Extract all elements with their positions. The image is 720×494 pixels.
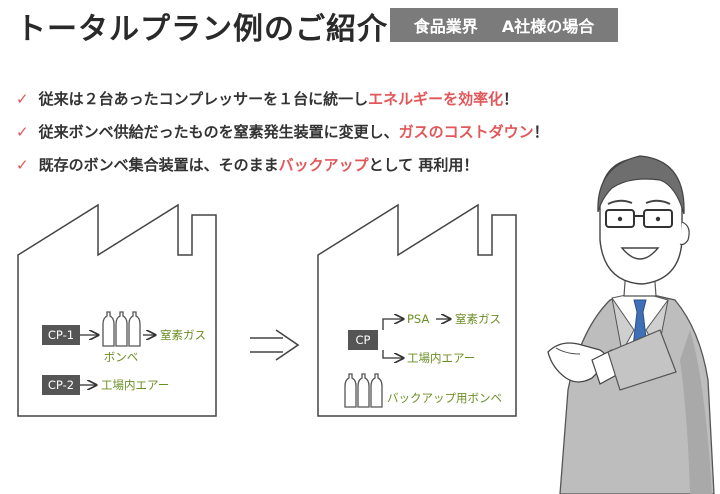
smile bbox=[620, 247, 660, 260]
check-icon: ✓ bbox=[16, 90, 29, 108]
bullet-text: 従来ボンベ供給だったものを窒素発生装置に変更し、 bbox=[38, 123, 399, 141]
check-icon: ✓ bbox=[16, 156, 29, 174]
case-industry: 食品業界 bbox=[413, 17, 478, 36]
transition-arrow-icon bbox=[250, 329, 300, 361]
cylinder-icon bbox=[128, 311, 141, 347]
bullet-suffix: ！ bbox=[503, 90, 519, 108]
cp-label: CP bbox=[356, 333, 371, 347]
bullet-text: 従来は２台あったコンプレッサーを１台に統一し bbox=[38, 90, 369, 108]
cylinder-icon bbox=[357, 373, 370, 408]
bullet-item: ✓ 従来は２台あったコンプレッサーを１台に統一しエネルギーを効率化！ bbox=[16, 86, 549, 119]
backup-cylinder-label: バックアップ用ボンベ bbox=[387, 391, 502, 405]
air-label-after: 工場内エアー bbox=[407, 351, 475, 365]
factory-after-outline bbox=[317, 203, 517, 417]
hair bbox=[597, 155, 685, 215]
arrow-cp-air bbox=[382, 350, 403, 358]
cylinder-icon bbox=[115, 311, 128, 347]
psa-label: PSA bbox=[407, 312, 429, 326]
arrow-cp-psa bbox=[382, 319, 403, 330]
cp-box bbox=[348, 330, 378, 350]
businessman-illustration bbox=[547, 155, 715, 494]
cylinder-icon bbox=[370, 373, 383, 408]
cp2-label: CP-2 bbox=[48, 378, 74, 392]
bullet-highlight: ガスのコストダウン bbox=[398, 123, 534, 141]
cylinder-label: ボンベ bbox=[104, 350, 139, 364]
cylinder-icon bbox=[102, 311, 115, 347]
page-title: トータルプラン例のご紹介 bbox=[16, 12, 388, 47]
bullet-text: 既存のボンベ集合装置は、そのまま bbox=[38, 156, 279, 174]
cp1-label: CP-1 bbox=[48, 328, 74, 342]
glasses-icon bbox=[605, 209, 673, 228]
case-badge: 食品業界 A社様の場合 bbox=[390, 8, 618, 42]
bullet-highlight: バックアップ bbox=[278, 156, 369, 174]
bullet-suffix: として 再利用！ bbox=[368, 156, 479, 174]
nitrogen-label-after: 窒素ガス bbox=[455, 312, 501, 326]
case-customer: A社様の場合 bbox=[501, 17, 595, 36]
bullet-list: ✓従来は２台あったコンプレッサーを１台に統一しエネルギーを効率化！ ✓従来ボンベ… bbox=[16, 86, 549, 185]
bullet-item: ✓ 従来ボンベ供給だったものを窒素発生装置に変更し、ガスのコストダウン！ bbox=[16, 119, 549, 152]
factory-before-outline bbox=[17, 203, 217, 417]
cylinder-icon bbox=[344, 373, 357, 408]
bullet-suffix: ！ bbox=[533, 123, 549, 141]
cp1-box bbox=[42, 325, 80, 345]
cp2-box bbox=[42, 375, 80, 395]
nitrogen-label-before: 窒素ガス bbox=[160, 328, 206, 342]
check-icon: ✓ bbox=[16, 123, 29, 141]
bullet-item: ✓ 既存のボンベ集合装置は、そのままバックアップとして 再利用！ bbox=[16, 152, 549, 185]
cylinder-group-after bbox=[344, 373, 383, 408]
bullet-highlight: エネルギーを効率化 bbox=[368, 90, 504, 108]
cylinder-group-before bbox=[102, 311, 141, 347]
air-label-before: 工場内エアー bbox=[101, 378, 169, 392]
